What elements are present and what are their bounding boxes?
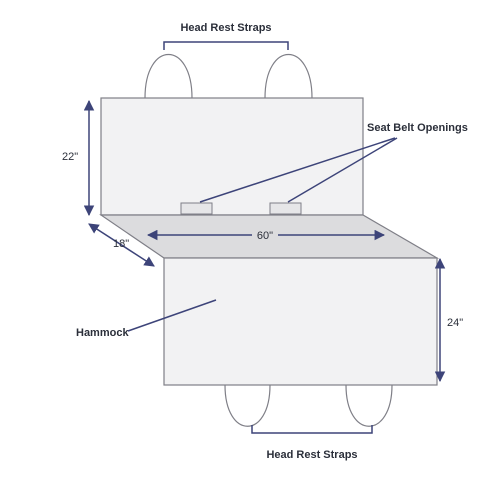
seat-belt-pointer-right: [287, 137, 398, 203]
seat-depth-label: 18": [113, 238, 129, 250]
back-height-label: 22": [62, 151, 78, 163]
head-rest-strap-top-left: [144, 54, 193, 99]
seat-belt-openings-label: Seat Belt Openings: [367, 122, 468, 134]
hammock-pointer: [127, 299, 217, 332]
hammock-height-label: 24": [447, 317, 463, 329]
head-rest-strap-bottom-left: [224, 384, 271, 427]
head-rest-straps-top-bracket: [163, 41, 289, 50]
head-rest-straps-top-label: Head Rest Straps: [180, 22, 271, 34]
head-rest-strap-top-right: [264, 54, 313, 99]
seat-depth-arrow: [88, 223, 155, 267]
seat-belt-slot-left: [180, 202, 213, 215]
back-panel: [100, 97, 364, 216]
hammock-label: Hammock: [76, 327, 129, 339]
head-rest-straps-bottom-label: Head Rest Straps: [266, 449, 357, 461]
seat-belt-slot-right: [269, 202, 302, 215]
seat-belt-pointer-left: [199, 137, 396, 203]
head-rest-strap-bottom-right: [345, 384, 393, 427]
width-label: 60": [257, 230, 273, 242]
head-rest-straps-bottom-bracket: [251, 425, 373, 434]
hammock-panel: [163, 257, 438, 386]
